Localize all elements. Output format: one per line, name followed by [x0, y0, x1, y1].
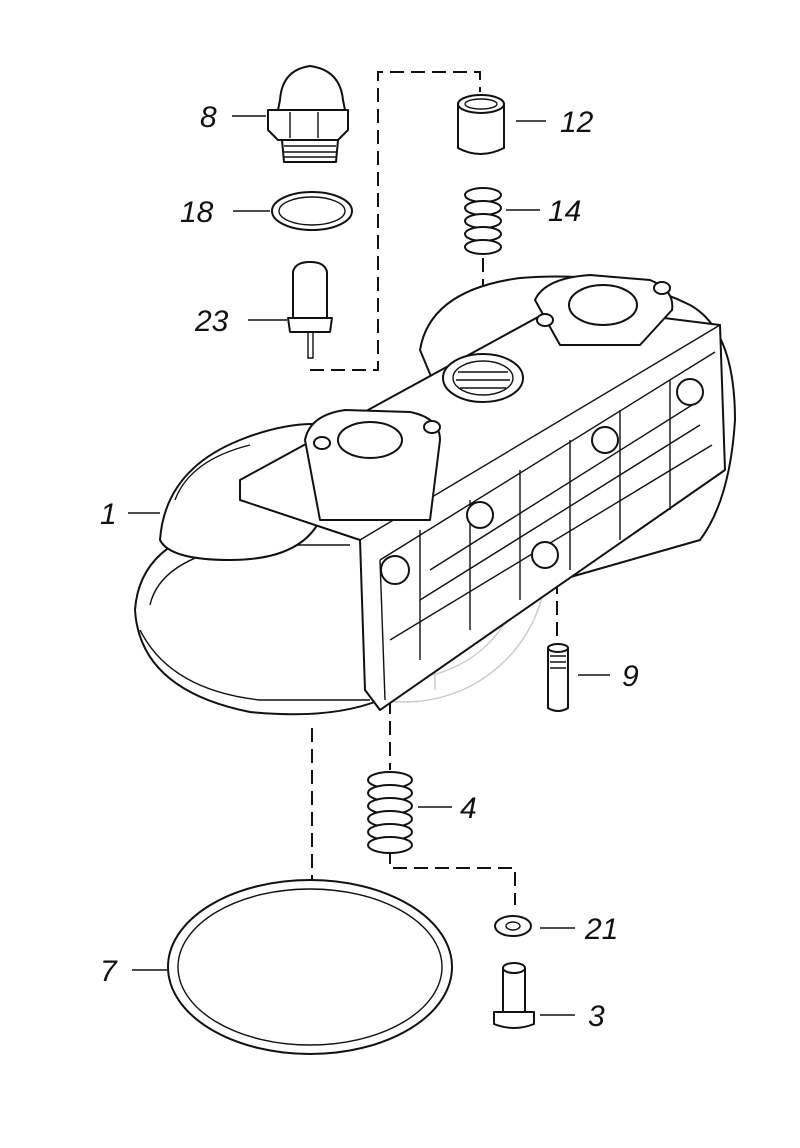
housing-cover-icon — [134, 274, 736, 716]
valve-body-icon — [493, 962, 535, 1029]
plug-icon — [267, 65, 349, 163]
spring-icon — [464, 187, 502, 255]
gasket-ring-icon — [167, 879, 453, 1055]
part-label-9: 9 — [622, 660, 639, 693]
part-label-21: 21 — [584, 913, 618, 946]
washer-icon — [494, 915, 532, 937]
part-label-4: 4 — [460, 792, 477, 825]
part-label-12: 12 — [560, 106, 594, 139]
spring-icon — [367, 771, 413, 854]
o-ring-icon — [271, 191, 353, 231]
part-label-7: 7 — [100, 955, 118, 988]
part-label-14: 14 — [548, 195, 581, 228]
sleeve-icon — [457, 94, 505, 155]
part-label-18: 18 — [180, 196, 214, 229]
pin-icon — [547, 643, 569, 712]
part-label-1: 1 — [100, 498, 117, 531]
part-label-8: 8 — [200, 101, 217, 134]
leader-lines — [128, 115, 610, 1016]
sensor-icon — [287, 261, 333, 359]
part-labels: 8 18 23 12 14 1 9 4 21 7 3 — [100, 101, 639, 1033]
part-label-3: 3 — [588, 1000, 605, 1033]
part-label-23: 23 — [194, 305, 229, 338]
